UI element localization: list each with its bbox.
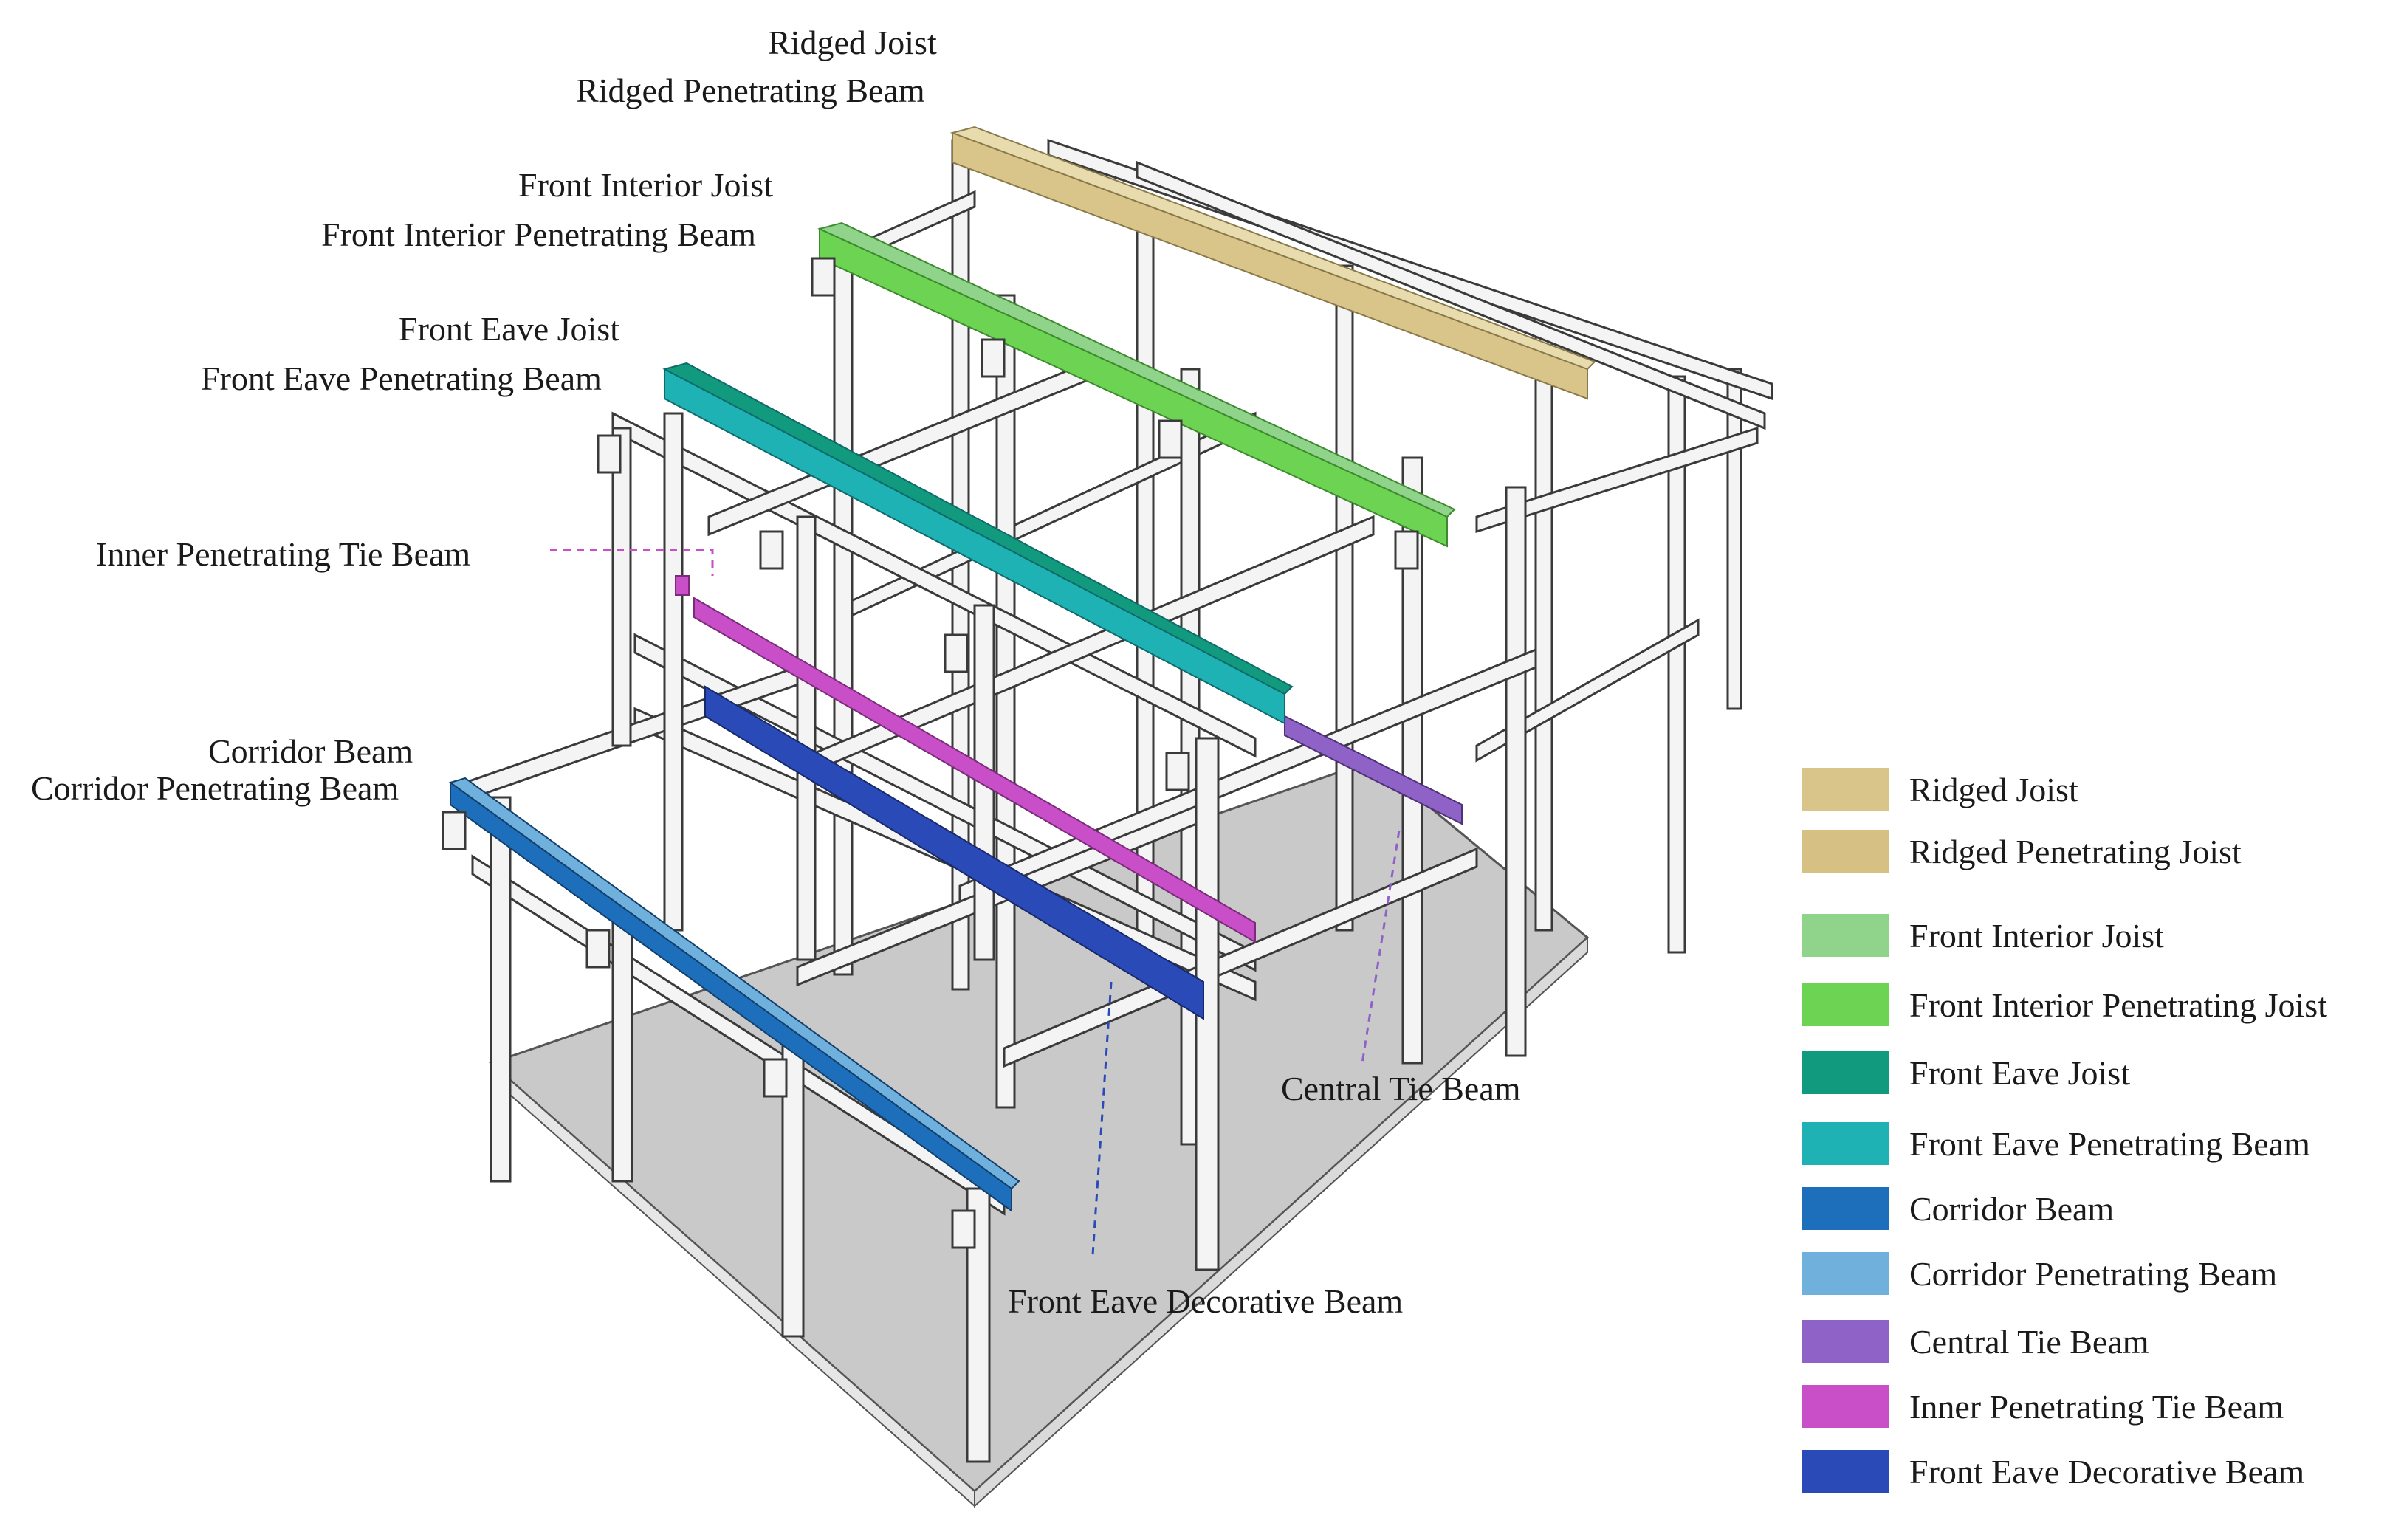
legend-swatch (1802, 914, 1889, 957)
legend-swatch (1802, 1385, 1889, 1428)
legend-swatch (1802, 1450, 1889, 1493)
legend-label: Front Interior Penetrating Joist (1909, 986, 2327, 1024)
label-ridged-penetrating-beam: Ridged Penetrating Beam (576, 72, 925, 109)
label-inner-penetrating-tie-beam: Inner Penetrating Tie Beam (96, 535, 471, 573)
label-corridor-beam: Corridor Beam (208, 732, 413, 770)
leader-lines (550, 549, 1401, 1256)
front-eave-joist-beam (662, 362, 1294, 725)
legend-item: Corridor Beam (1802, 1187, 2114, 1230)
legend-item: Central Tie Beam (1802, 1320, 2149, 1363)
label-front-eave-decorative-beam: Front Eave Decorative Beam (1008, 1282, 1404, 1320)
legend-swatch (1802, 830, 1889, 873)
legend-label: Corridor Beam (1909, 1189, 2115, 1228)
floor-slab-edge-right (974, 935, 1588, 1508)
label-front-interior-penetrating-beam: Front Interior Penetrating Beam (321, 216, 756, 253)
legend-item: Ridged Joist (1802, 768, 2078, 811)
legend-item: Front Eave Joist (1802, 1051, 2130, 1094)
label-front-eave-joist: Front Eave Joist (399, 310, 619, 348)
leader-inner-tie (550, 549, 714, 576)
legend-label: Front Eave Decorative Beam (1909, 1452, 2305, 1491)
legend-swatch (1802, 1051, 1889, 1094)
legend-swatch (1802, 1122, 1889, 1165)
legend-label: Central Tie Beam (1909, 1322, 2149, 1361)
legend-label: Corridor Penetrating Beam (1909, 1254, 2278, 1293)
legend-item: Front Interior Joist (1802, 914, 2164, 957)
legend-item: Ridged Penetrating Joist (1802, 830, 2242, 873)
legend-label: Ridged Joist (1909, 770, 2078, 808)
legend-item: Corridor Penetrating Beam (1802, 1252, 2277, 1295)
label-front-interior-joist: Front Interior Joist (518, 166, 773, 204)
label-front-eave-penetrating-beam: Front Eave Penetrating Beam (201, 360, 602, 397)
beam-brackets (442, 257, 1419, 1249)
inner-penetrating-tie-beam (675, 575, 1256, 943)
legend-label: Ridged Penetrating Joist (1909, 832, 2242, 870)
label-central-tie-beam: Central Tie Beam (1281, 1070, 1521, 1107)
legend-swatch (1802, 1252, 1889, 1295)
central-tie-beam (1284, 715, 1463, 825)
label-corridor-penetrating-beam: Corridor Penetrating Beam (31, 769, 399, 807)
ridged-joist-beam (949, 126, 1596, 400)
legend-item: Front Interior Penetrating Joist (1802, 983, 2327, 1026)
legend-item: Front Eave Decorative Beam (1802, 1450, 2304, 1493)
front-eave-decorative-beam (704, 685, 1204, 1020)
legend-swatch (1802, 1320, 1889, 1363)
legend-item: Front Eave Penetrating Beam (1802, 1122, 2310, 1165)
legend-swatch (1802, 768, 1889, 811)
legend-label: Front Eave Joist (1909, 1053, 2130, 1092)
legend-label: Front Interior Joist (1909, 916, 2164, 955)
legend-swatch (1802, 1187, 1889, 1230)
corridor-beam (448, 777, 1020, 1212)
legend-swatch (1802, 983, 1889, 1026)
leader-decorative (1091, 981, 1113, 1256)
legend-label: Inner Penetrating Tie Beam (1909, 1387, 2284, 1426)
legend: Ridged Joist Ridged Penetrating Joist Fr… (1802, 768, 2392, 1506)
legend-label: Front Eave Penetrating Beam (1909, 1124, 2310, 1163)
legend-item: Inner Penetrating Tie Beam (1802, 1385, 2284, 1428)
front-interior-joist-beam (817, 221, 1456, 548)
label-ridged-joist: Ridged Joist (768, 24, 937, 61)
